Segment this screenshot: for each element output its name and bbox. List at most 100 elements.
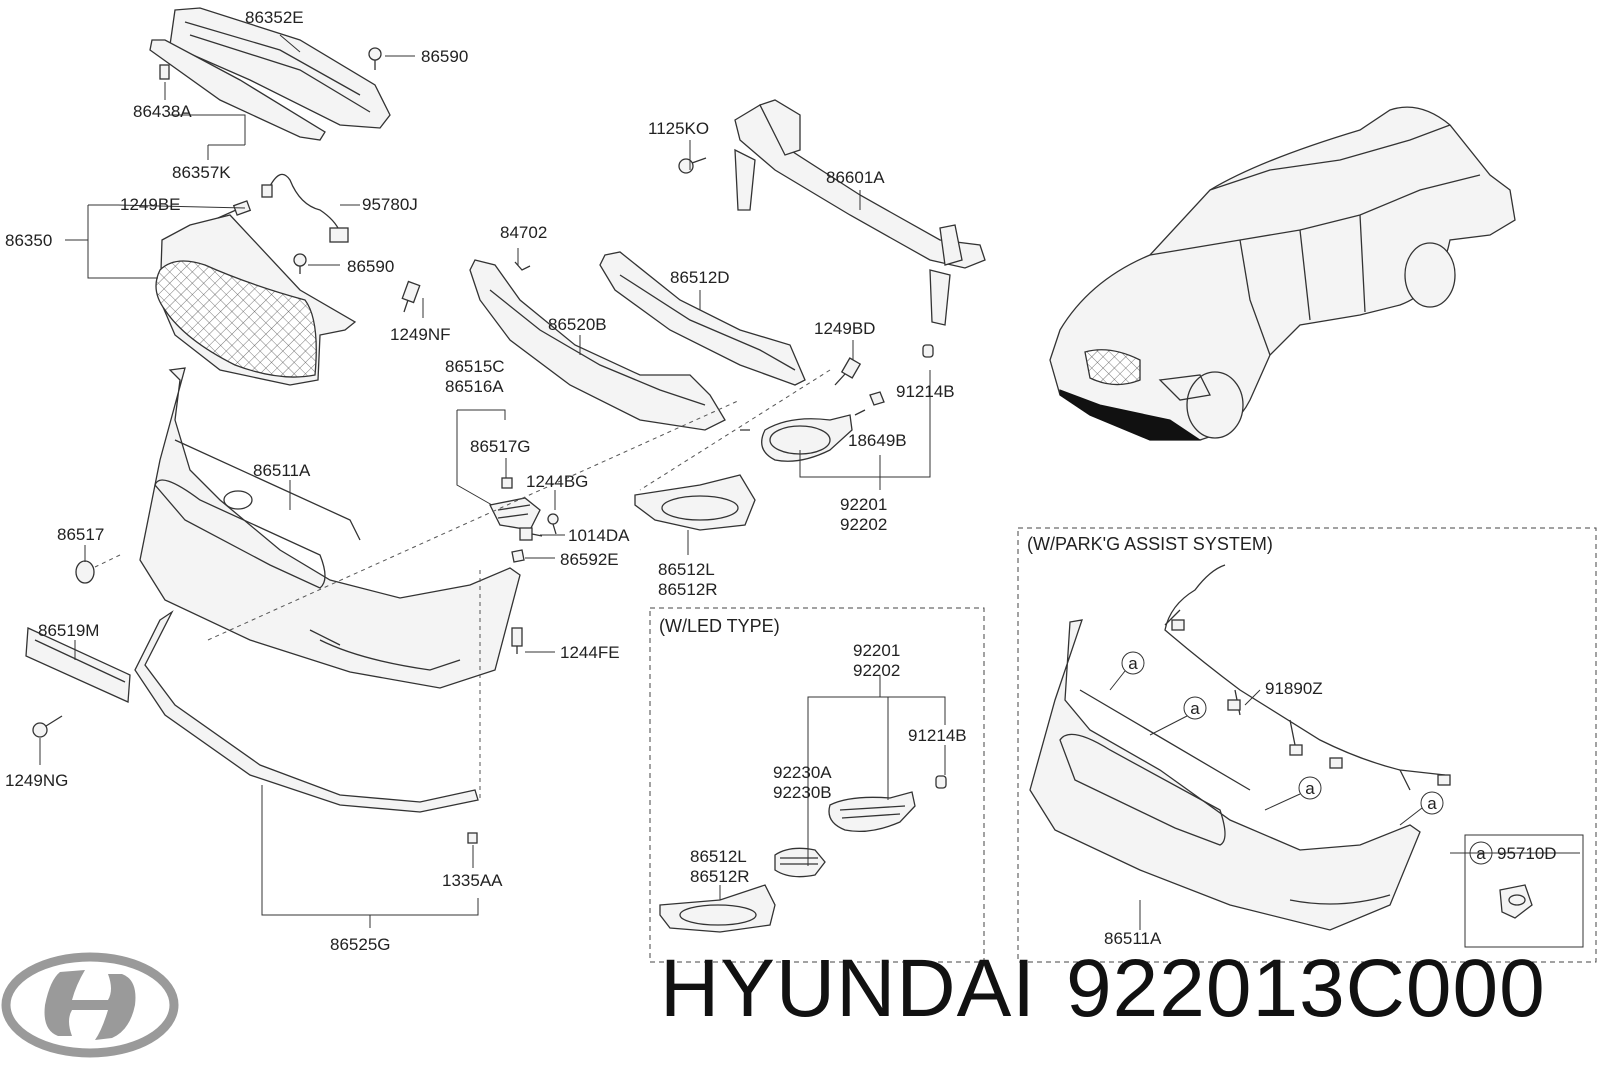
part-label: 86512L — [690, 847, 747, 866]
part-lower-grille-strip — [599, 251, 806, 386]
part-label: 1249NF — [390, 325, 450, 344]
part-bumper-bracket — [489, 497, 541, 531]
part-license-plate-bracket — [25, 627, 131, 703]
part-label: 92202 — [840, 515, 887, 534]
part-clip — [467, 832, 478, 844]
callout-marker: a — [1190, 699, 1200, 718]
part-bumper-beam — [734, 99, 986, 326]
part-label: 84702 — [500, 223, 547, 242]
part-label: 91214B — [908, 726, 967, 745]
part-label: 86352E — [245, 8, 304, 27]
part-label: 86590 — [421, 47, 468, 66]
part-screw — [834, 357, 862, 386]
part-label: 86512R — [658, 580, 718, 599]
part-park-assist-bumper — [1029, 619, 1421, 931]
part-label: 91214B — [896, 382, 955, 401]
part-label: 86590 — [347, 257, 394, 276]
led-type-box — [649, 607, 985, 963]
hyundai-logo-icon — [1, 952, 179, 1058]
part-bulb — [922, 344, 934, 358]
part-tow-hook-cap — [75, 560, 95, 584]
callout-marker: a — [1128, 654, 1138, 673]
part-label: 86517 — [57, 525, 104, 544]
part-label: 92230B — [773, 783, 832, 802]
part-clip — [511, 549, 525, 563]
part-screw — [511, 627, 523, 654]
part-screw — [217, 200, 252, 219]
callout-marker: a — [1427, 794, 1437, 813]
part-grille — [155, 214, 357, 386]
part-label: 86519M — [38, 621, 99, 640]
part-label: 1125KO — [648, 119, 709, 138]
leader-lines — [39, 34, 1580, 930]
part-label: 1335AA — [442, 871, 503, 890]
part-number: 922013C000 — [1066, 943, 1546, 1034]
car-illustration — [1049, 106, 1516, 441]
part-clip — [159, 64, 170, 80]
part-label: 86525G — [330, 935, 391, 954]
part-park-assist-wiring — [1164, 564, 1451, 791]
part-label: 86517G — [470, 437, 531, 456]
part-lower-strip — [149, 39, 326, 141]
part-label: 86438A — [133, 102, 192, 121]
part-bulb — [935, 775, 947, 789]
park-assist-box-title: (W/PARK'G ASSIST SYSTEM) — [1027, 534, 1273, 554]
part-bolt — [293, 253, 307, 274]
part-label: 95710D — [1497, 844, 1557, 863]
part-fog-lamp — [740, 409, 866, 462]
part-label: 86357K — [172, 163, 231, 182]
part-label: 92201 — [840, 495, 887, 514]
part-front-bumper — [139, 367, 521, 689]
part-label: 91890Z — [1265, 679, 1323, 698]
part-label: 86592E — [560, 550, 619, 569]
part-labels: 86352E 86590 86438A 86357K 1249BE 95780J… — [5, 8, 1557, 954]
part-bolt — [678, 157, 707, 174]
callout-marker: a — [1476, 844, 1486, 863]
part-label: 86515C — [445, 357, 505, 376]
part-label: 86511A — [1104, 929, 1162, 948]
part-led-cover — [659, 884, 776, 933]
part-nut — [501, 477, 513, 489]
part-screw — [547, 513, 559, 535]
part-label: 1249BD — [814, 319, 875, 338]
part-label: 86520B — [548, 315, 607, 334]
part-label: 1244BG — [526, 472, 588, 491]
park-assist-box — [1017, 527, 1597, 963]
brand-name: HYUNDAI — [660, 943, 1037, 1034]
part-label: 92201 — [853, 641, 900, 660]
part-label: 92230A — [773, 763, 832, 782]
part-label: 1249NG — [5, 771, 68, 790]
part-lower-lip — [134, 610, 479, 813]
sensor-legend-box — [1464, 834, 1584, 948]
part-screw — [32, 715, 63, 738]
part-label: 18649B — [848, 431, 907, 450]
part-label: 95780J — [362, 195, 418, 214]
part-upper-cover — [169, 7, 391, 129]
callout-marker: a — [1305, 779, 1315, 798]
part-screw — [401, 280, 421, 313]
part-parking-sensor — [1499, 884, 1533, 919]
part-energy-absorber — [469, 259, 726, 431]
part-label: 86516A — [445, 377, 504, 396]
part-led-fog-lamp — [828, 791, 916, 833]
led-type-box-title: (W/LED TYPE) — [659, 616, 780, 636]
part-led-bezel — [774, 847, 826, 878]
part-label: 1014DA — [568, 526, 630, 545]
part-label: 86601A — [826, 168, 885, 187]
callout-markers: a a a a a — [1109, 651, 1493, 865]
part-label: 1249BE — [120, 195, 181, 214]
part-label: 86512R — [690, 867, 750, 886]
part-label: 1244FE — [560, 643, 620, 662]
part-label: 86350 — [5, 231, 52, 250]
assembly-lines — [94, 369, 831, 800]
part-bolt — [519, 527, 543, 541]
part-bolt — [368, 47, 382, 70]
part-clip — [514, 261, 531, 271]
part-label: 86512D — [670, 268, 730, 287]
part-label: 92202 — [853, 661, 900, 680]
part-label: 86511A — [253, 461, 311, 480]
part-fog-lamp-cover — [634, 474, 756, 531]
part-sensor-harness — [261, 173, 349, 243]
